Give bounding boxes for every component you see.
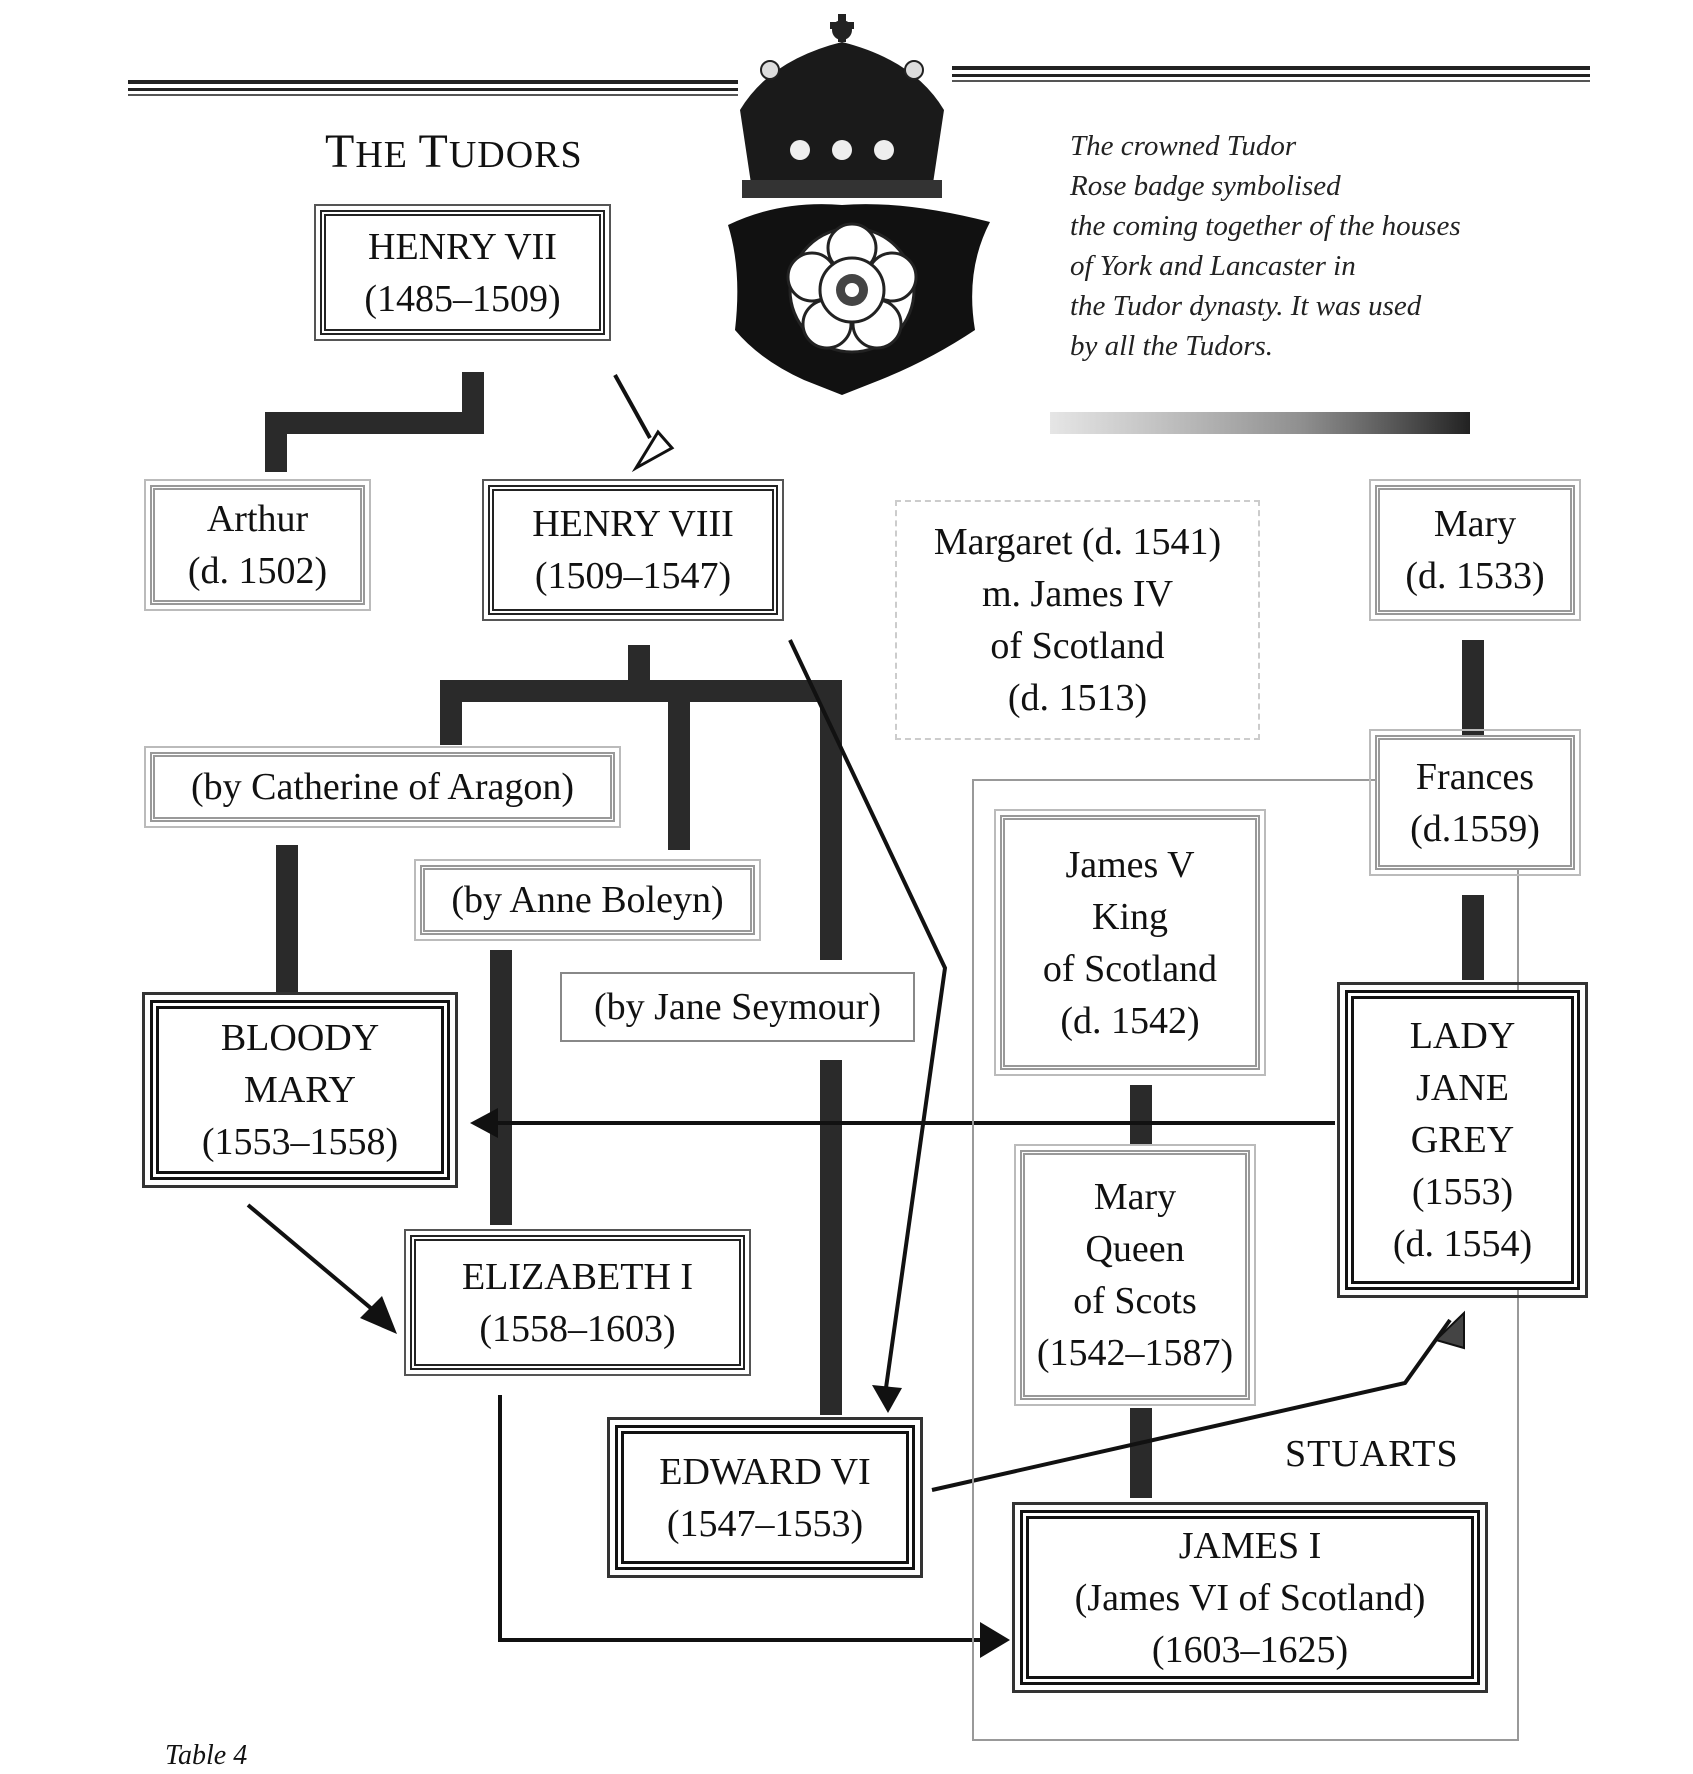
dates: (d. 1502) — [187, 550, 328, 592]
label: (by Catherine of Aragon) — [190, 766, 575, 808]
badge-caption: The crowned Tudor Rose badge symbolised … — [1070, 126, 1550, 366]
name: EDWARD VI — [659, 1450, 871, 1493]
box-henry-vii: HENRY VII (1485–1509) — [314, 204, 611, 341]
caption-line: The crowned Tudor — [1070, 130, 1297, 162]
name: ELIZABETH I — [461, 1255, 694, 1298]
title: Queen — [1085, 1228, 1185, 1270]
name: GREY — [1410, 1119, 1515, 1161]
box-jane-seymour: (by Jane Seymour) — [560, 972, 915, 1042]
box-mary-queen-of-scots: Mary Queen of Scots (1542–1587) — [1014, 1144, 1256, 1406]
tudor-rose-crown-icon — [728, 14, 990, 395]
title: King — [1092, 895, 1168, 938]
name: Mary — [1093, 1176, 1177, 1218]
name: Margaret (d. 1541) — [933, 521, 1222, 563]
box-henry-viii: HENRY VIII (1509–1547) — [482, 479, 784, 621]
dates: (1509–1547) — [534, 555, 732, 597]
dates: (1542–1587) — [1036, 1332, 1234, 1374]
name: BLOODY — [220, 1017, 380, 1059]
name: Arthur — [206, 498, 309, 540]
caption-line: by all the Tudors. — [1070, 330, 1274, 362]
caption-line: of York and Lancaster in — [1070, 250, 1356, 282]
name: LADY — [1409, 1015, 1516, 1057]
caption-line: the coming together of the houses — [1070, 210, 1461, 242]
name: James V — [1065, 843, 1195, 886]
dates: (d. 1542) — [1060, 999, 1200, 1042]
header-rule — [128, 66, 1590, 96]
dates: (d. 1533) — [1405, 555, 1545, 597]
box-anne-boleyn: (by Anne Boleyn) — [414, 859, 761, 941]
box-elizabeth-i: ELIZABETH I (1558–1603) — [404, 1229, 751, 1376]
arrowheads — [360, 429, 1465, 1658]
dates: (d.1559) — [1410, 807, 1540, 850]
marriage: m. James IV — [981, 573, 1174, 615]
box-lady-jane-grey: LADY JANE GREY (1553) (d. 1554) — [1337, 982, 1588, 1298]
realm: of Scotland — [1042, 947, 1218, 990]
stuarts-label: STUARTS — [1285, 1433, 1459, 1475]
realm: of Scotland — [990, 625, 1165, 667]
box-arthur: Arthur (d. 1502) — [144, 479, 371, 611]
title: (James VI of Scotland) — [1074, 1576, 1426, 1619]
dates: (1603–1625) — [1151, 1628, 1349, 1671]
dates: (1558–1603) — [479, 1307, 676, 1350]
dates: (1553) — [1411, 1171, 1514, 1213]
name: Mary — [1433, 503, 1517, 545]
name: MARY — [244, 1069, 356, 1111]
dates: (1553–1558) — [201, 1121, 399, 1163]
realm: of Scots — [1073, 1280, 1197, 1322]
name: JAMES I — [1178, 1524, 1322, 1567]
name: HENRY VIII — [532, 503, 734, 545]
page-title: THE TUDORS — [325, 125, 583, 178]
dates: (d. 1513) — [1007, 677, 1148, 719]
label: (by Jane Seymour) — [593, 986, 882, 1028]
box-bloody-mary: BLOODY MARY (1553–1558) — [142, 992, 458, 1188]
box-james-v: James V King of Scotland (d. 1542) — [994, 809, 1266, 1076]
name: Frances — [1415, 755, 1535, 798]
label: (by Anne Boleyn) — [451, 879, 724, 921]
caption-line: the Tudor dynasty. It was used — [1070, 290, 1422, 322]
name: HENRY VII — [368, 225, 557, 268]
name: JANE — [1416, 1067, 1509, 1109]
succession-arrows — [246, 374, 1452, 1642]
table-label: Table 4 — [165, 1740, 248, 1771]
dates: (1547–1553) — [666, 1502, 864, 1545]
dates: (d. 1554) — [1392, 1223, 1533, 1265]
box-margaret: Margaret (d. 1541) m. James IV of Scotla… — [895, 500, 1260, 740]
box-edward-vi: EDWARD VI (1547–1553) — [607, 1417, 923, 1578]
box-james-i: JAMES I (James VI of Scotland) (1603–162… — [1012, 1502, 1488, 1693]
generation-bar — [1050, 412, 1470, 434]
caption-line: Rose badge symbolised — [1070, 170, 1341, 202]
box-catherine-of-aragon: (by Catherine of Aragon) — [144, 746, 621, 828]
dates: (1485–1509) — [364, 277, 561, 320]
lineage-bars — [265, 372, 1484, 1498]
box-mary-tudor: Mary (d. 1533) — [1369, 479, 1581, 621]
box-frances: Frances (d.1559) — [1369, 729, 1581, 876]
